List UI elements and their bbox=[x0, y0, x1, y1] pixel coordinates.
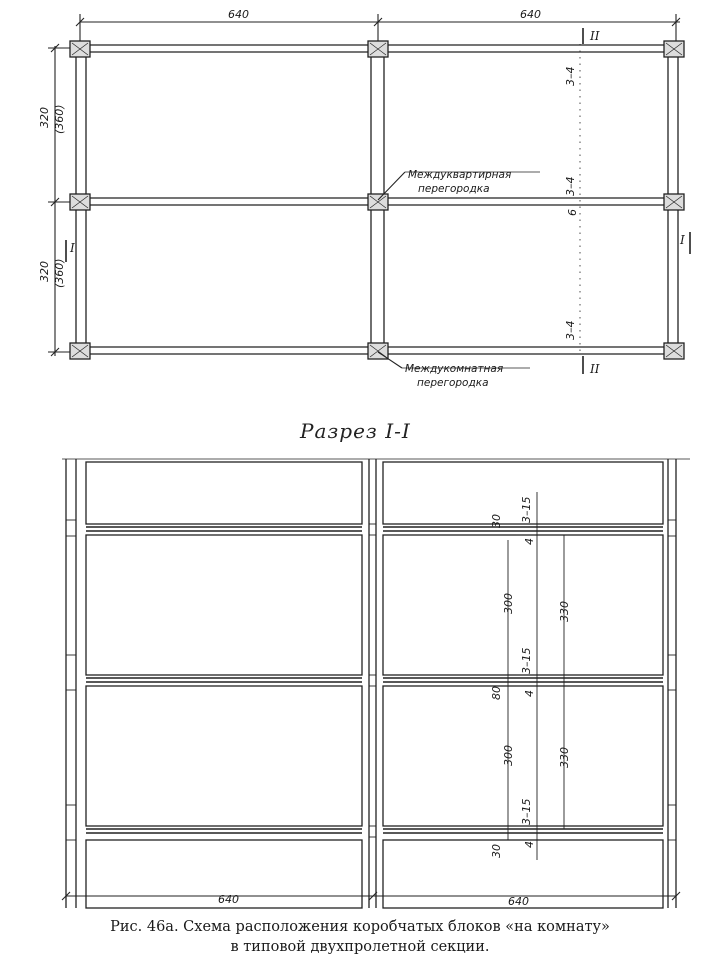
structural-drawing: 640 640 320 (360) 320 (360) II II I I 3–… bbox=[38, 8, 691, 909]
bottom-span-dim-right: 640 bbox=[508, 895, 529, 908]
inter-room-label-2: перегородка bbox=[417, 377, 489, 389]
section-mark-top: II bbox=[589, 29, 600, 43]
span-dimension-right: 640 bbox=[520, 8, 541, 21]
thickness-mark-2: 3–4 bbox=[564, 177, 577, 197]
bay-dimension-bottom-alt: (360) bbox=[53, 258, 66, 288]
caption-line-2: в типовой двухпролетной секции. bbox=[230, 939, 490, 955]
slab-dim-1: 4 bbox=[523, 538, 536, 545]
slab-dim-2: 4 bbox=[523, 690, 536, 697]
gap-dim-1: 3–15 bbox=[520, 497, 533, 524]
bay-dimension-bottom: 320 bbox=[38, 261, 51, 282]
section-title: Разрез I-I bbox=[299, 419, 411, 443]
floor-dim-1: 30 bbox=[490, 514, 503, 528]
floor-dim-3: 30 bbox=[490, 844, 503, 858]
storey-dim-2: 330 bbox=[558, 747, 571, 768]
column-nodes bbox=[69, 40, 685, 360]
thickness-mark-1: 3–4 bbox=[564, 67, 577, 87]
block-dim-1: 300 bbox=[502, 593, 515, 614]
inter-apartment-label-1: Междуквартирная bbox=[408, 169, 511, 181]
bay-dimension-top: 320 bbox=[38, 107, 51, 128]
section-drawing bbox=[61, 458, 690, 909]
figure-caption: Рис. 46а. Схема расположения коробчатых … bbox=[20, 917, 700, 957]
inter-room-label-1: Междукомнатная bbox=[405, 363, 503, 375]
block-dim-2: 300 bbox=[502, 745, 515, 766]
gap-dim-3: 3–15 bbox=[520, 799, 533, 826]
section-cut-markers bbox=[65, 28, 691, 374]
section-mark-left: I bbox=[69, 241, 75, 255]
small-mark: 6 bbox=[566, 209, 579, 216]
thickness-mark-3: 3–4 bbox=[564, 321, 577, 341]
section-mark-right: I bbox=[679, 233, 685, 247]
bottom-span-dim-left: 640 bbox=[218, 893, 239, 906]
floor-plan bbox=[48, 14, 691, 374]
gap-dim-2: 3–15 bbox=[520, 648, 533, 675]
inter-apartment-label-2: перегородка bbox=[418, 183, 490, 195]
caption-line-1: Рис. 46а. Схема расположения коробчатых … bbox=[110, 919, 610, 935]
floor-dim-2: 80 bbox=[490, 686, 503, 700]
storey-dim-1: 330 bbox=[558, 601, 571, 622]
section-mark-bottom: II bbox=[589, 362, 600, 376]
span-dimension-left: 640 bbox=[228, 8, 249, 21]
bay-dimension-top-alt: (360) bbox=[53, 104, 66, 134]
slab-dim-3: 4 bbox=[523, 841, 536, 848]
